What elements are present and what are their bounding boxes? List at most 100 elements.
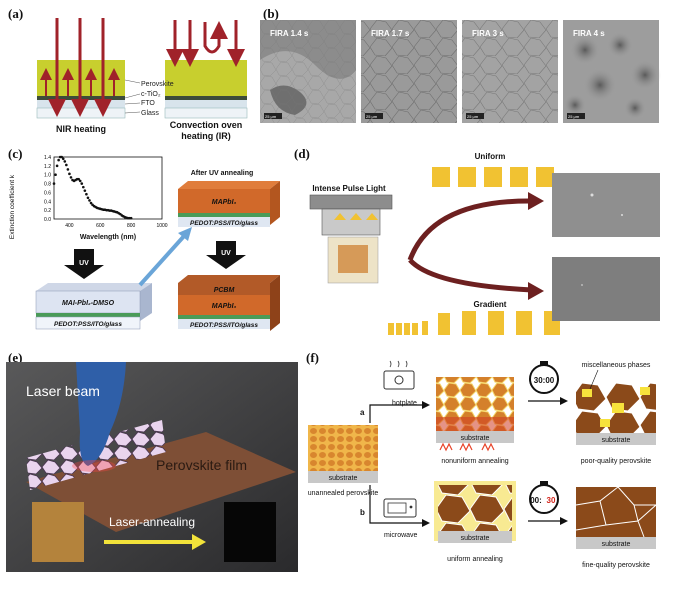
chart-point [66, 168, 70, 171]
panel-label-e: (e) [8, 350, 23, 365]
chart-yticks: 0.00.20.40.60.81.01.21.4 [44, 155, 51, 223]
chart-ytick-label: 0.8 [44, 182, 51, 188]
mapbi3-label-1: MAPbI₃ [212, 199, 237, 206]
chart-point [82, 185, 85, 189]
chart-ytick-label: 0.2 [44, 208, 51, 214]
sem-tile-1-label: FIRA 1.4 s [270, 29, 309, 38]
ir-arrows [166, 20, 245, 67]
chart-xtick-label: 800 [127, 223, 136, 229]
poor-label: poor-quality perovskite [581, 458, 652, 465]
hotplate-icon [383, 360, 415, 390]
fine-quality-sample: substrate fine-quality perovskite [575, 486, 657, 569]
chart-xlabel: Wavelength (nm) [80, 234, 136, 241]
sem-tile-3-label: FIRA 3 s [472, 29, 504, 38]
uv-text-right: UV [221, 250, 231, 257]
chart-xtick-label: 400 [65, 223, 74, 229]
substrate-label-1: PEDOT:PSS/ITO/glass [54, 321, 122, 328]
chart-ytick-label: 1.4 [44, 155, 51, 161]
microwave-icon [383, 498, 417, 518]
nonuniform-sample: substrate nonuniform annealing [436, 377, 514, 465]
nir-arrows [40, 18, 120, 117]
glass-layer [36, 107, 126, 119]
chart-point [55, 164, 59, 168]
chart-ytick-label: 0.0 [44, 217, 51, 223]
chart-point [61, 157, 65, 161]
layer-label-fto: FTO [141, 100, 155, 107]
mapbi3-block: MAPbI₃ PEDOT:PSS/ITO/glass [178, 181, 280, 227]
timer-b-icon: 00: 30 [529, 481, 559, 514]
chart-point [63, 160, 67, 163]
substrate-label-2: PEDOT:PSS/ITO/glass [190, 220, 258, 227]
chart-xticks: 400 600 800 1000 [65, 223, 168, 229]
panel-label-a: (a) [8, 6, 24, 21]
timer-b-text-right: 30 [547, 496, 556, 505]
panel-label-f: (f) [306, 350, 319, 365]
substrate-unannealed: substrate [329, 475, 358, 482]
chart-points [52, 155, 133, 220]
uv-arrow-right: UV [206, 241, 246, 269]
sem-gradient [552, 257, 660, 321]
route-a-line [369, 404, 424, 423]
chart-point [65, 163, 68, 167]
unannealed-sample [32, 502, 84, 562]
chart-point [88, 199, 91, 202]
sem-uniform [552, 173, 660, 237]
microwave-label: microwave [384, 532, 418, 539]
laser-annealing-label: Laser-annealing [109, 515, 195, 529]
sem-tile-2 [361, 20, 457, 123]
pcbm-label: PCBM [214, 287, 235, 294]
gradient-label: Gradient [474, 300, 507, 309]
uniform-arrow [407, 198, 533, 261]
chart-point [68, 172, 71, 176]
panel-label-d: (d) [294, 146, 310, 161]
perovskite-layer-right [165, 60, 247, 96]
substrate-nonuniform: substrate [461, 435, 490, 442]
route-b-line [369, 485, 424, 524]
sem-tile-4-label: FIRA 4 s [573, 29, 605, 38]
chart-point [80, 182, 84, 185]
layer-label-tio2: c-TiO₂ [141, 91, 161, 98]
chart-point [57, 158, 60, 162]
chart-point [52, 182, 56, 185]
pcbm-block: PCBM MAPbI₃ PEDOT:PSS/ITO/glass [178, 275, 280, 331]
panel-f: substrate unannealed perovskite a b hotp… [308, 360, 657, 569]
chart-point [86, 196, 90, 200]
route-a-label: a [360, 408, 365, 417]
gradient-arrow [408, 258, 533, 293]
oven-caption-1: Convection oven [170, 120, 243, 130]
chart-point [83, 189, 87, 192]
uniform-annealing-label: uniform annealing [447, 556, 503, 563]
substrate-label-3: PEDOT:PSS/ITO/glass [190, 322, 258, 329]
scalebar-3: 25 μm [467, 114, 479, 119]
layer-label-perovskite: Perovskite [141, 81, 174, 88]
layer-label-glass: Glass [141, 110, 159, 117]
uv-arrow-left: UV [64, 249, 104, 279]
mapbi3-label-2: MAPbI₃ [212, 303, 237, 310]
panel-c: Extinction coefficient k 0.0 0.2 0.4 0.6 0.8… [9, 155, 280, 331]
uv-text-left: UV [79, 260, 89, 267]
chart-xtick-label: 600 [96, 223, 105, 229]
panel-b-sem-tiles: FIRA 1.4 s FIRA 1.7 s FIRA 3 s FIRA 4 s … [260, 20, 661, 123]
chart-point [77, 177, 80, 181]
sem-tile-2-label: FIRA 1.7 s [371, 29, 410, 38]
oven-caption-2: heating (IR) [181, 131, 231, 141]
misc-phases-label: miscellaneous phases [582, 362, 651, 369]
fine-label: fine-quality perovskite [582, 562, 650, 569]
chart-ytick-label: 0.6 [44, 190, 51, 196]
chart-xtick-label: 1000 [156, 223, 167, 229]
chart-ytick-label: 1.0 [44, 173, 51, 179]
unannealed-label: unannealed perovskite [308, 490, 379, 497]
timer-b-text-left: 00: [530, 496, 542, 505]
lamp-label: Intense Pulse Light [312, 184, 386, 193]
sem-tile-3 [462, 20, 558, 123]
scalebar-1: 25 μm [265, 114, 277, 119]
chart-ylabel: Extinction coefficient k [9, 174, 16, 239]
perovskite-film [26, 432, 296, 532]
scalebar-2: 25 μm [366, 114, 378, 119]
chart-point [85, 192, 88, 196]
chart-ytick-label: 0.4 [44, 199, 51, 205]
scalebar-4: 25 μm [568, 114, 580, 119]
substrate-fine: substrate [602, 541, 631, 548]
uniform-bars [432, 167, 554, 187]
substrate-uniform: substrate [461, 535, 490, 542]
